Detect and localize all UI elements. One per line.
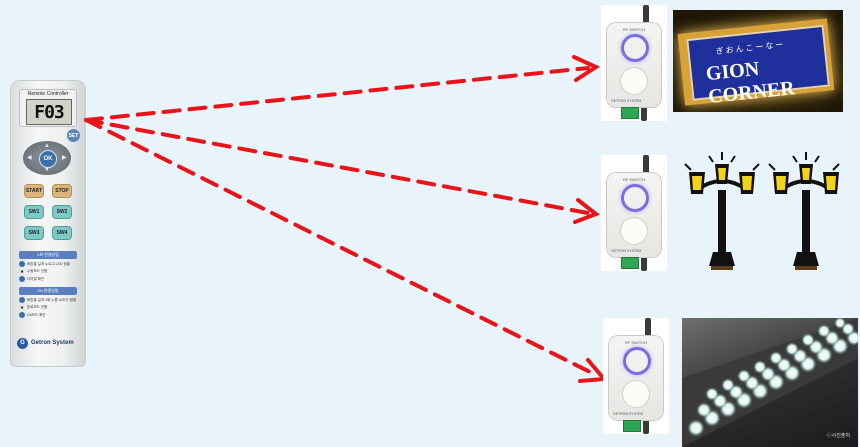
instruction-row: ✱ 수동모드 전환 <box>19 269 77 274</box>
remote-controller: Remote Controller F03 SET ▲ ▼ ◀ ▶ OK STA… <box>10 80 86 367</box>
switch-label: RF SWITCH <box>622 177 646 182</box>
rf-switch-2: RF SWITCH GETRON SYSTEM <box>601 155 667 271</box>
ok-button[interactable]: OK <box>39 150 57 168</box>
instruction-text: 수동모드 전환 <box>27 269 48 273</box>
instruction-row: ✱ 완료모드 전환 <box>19 305 77 310</box>
switch-brand: GETRON SYSTEM <box>611 99 642 103</box>
street-lamp-left-icon <box>684 152 760 270</box>
sign-photo: ぎおんこーなー GION CORNER <box>673 10 843 112</box>
brand-text: Getron System <box>31 340 74 346</box>
photo-watermark: ⓒ사진출처 <box>826 433 850 439</box>
led-array-image <box>682 318 858 447</box>
status-ring-icon <box>623 347 651 375</box>
direction-pad[interactable]: ▲ ▼ ◀ ▶ OK <box>23 141 71 175</box>
set-button[interactable]: SET <box>67 129 80 142</box>
switch-push-button[interactable] <box>621 68 647 94</box>
instruction-row: 버튼을 길게 2회 누름 LED가 점멸 <box>19 297 77 303</box>
led-lights-photo: ⓒ사진출처 <box>682 318 858 447</box>
sw1-button[interactable]: SW1 <box>24 205 44 219</box>
dot-icon <box>19 276 25 282</box>
terminal-block-icon <box>623 420 641 432</box>
switch-label: RF SWITCH <box>622 27 646 32</box>
instruction-text: 완료모드 전환 <box>27 305 48 309</box>
status-ring-icon <box>621 34 649 62</box>
dot-icon <box>19 261 25 267</box>
dot-icon <box>19 312 25 318</box>
rf-switch-body: RF SWITCH GETRON SYSTEM <box>607 23 661 107</box>
arrow-right-icon[interactable]: ▶ <box>62 155 67 161</box>
terminal-block-icon <box>621 107 639 119</box>
antenna-icon <box>643 5 649 27</box>
arrow-up-icon[interactable]: ▲ <box>44 143 50 149</box>
arrow-left-icon[interactable]: ◀ <box>27 155 32 161</box>
arrowhead-lamps-icon <box>573 198 601 224</box>
status-ring-icon <box>621 184 649 212</box>
instruction-text: 다이얼 확인 <box>27 276 45 281</box>
remote-display-frame: Remote Controller F03 <box>19 89 77 127</box>
street-lamp-right-icon <box>768 152 840 270</box>
rf-switch-3: RF SWITCH GETRON SYSTEM <box>603 318 669 434</box>
switch-push-button[interactable] <box>623 381 649 407</box>
instructions-header-2: On 연결방법 <box>19 287 77 295</box>
star-icon: ✱ <box>20 305 24 310</box>
antenna-icon <box>643 155 649 177</box>
sign-main-text: GION CORNER <box>704 57 796 109</box>
arrow-to-lamps <box>84 118 590 215</box>
sw4-button[interactable]: SW4 <box>52 226 72 240</box>
instruction-text: 버튼을 길게 누르고 LED 점멸 <box>27 261 70 266</box>
switch-brand: GETRON SYSTEM <box>613 412 644 416</box>
switch-push-button[interactable] <box>621 218 647 244</box>
switch-label: RF SWITCH <box>624 340 648 345</box>
cable-icon <box>641 101 647 121</box>
sw3-button[interactable]: SW3 <box>24 226 44 240</box>
instruction-text: 버튼을 길게 2회 누름 LED가 점멸 <box>27 297 77 302</box>
rf-switch-1: RF SWITCH GETRON SYSTEM <box>601 5 667 121</box>
getron-logo-icon: G <box>17 337 28 349</box>
cable-icon <box>643 418 649 434</box>
start-button[interactable]: START <box>24 184 44 198</box>
terminal-block-icon <box>621 257 639 269</box>
star-icon: ✱ <box>20 269 24 274</box>
stop-button[interactable]: STOP <box>52 184 72 198</box>
instruction-row: 버튼을 길게 누르고 LED 점멸 <box>19 261 77 267</box>
cable-icon <box>641 251 647 271</box>
sign-small-text: ぎおんこーなー <box>715 39 786 57</box>
sign-panel: ぎおんこーなー GION CORNER <box>686 24 830 108</box>
rf-switch-body: RF SWITCH GETRON SYSTEM <box>607 173 661 257</box>
instruction-row: 다이얼 확인 <box>19 276 77 282</box>
arrowhead-sign-icon <box>572 55 601 82</box>
remote-instructions: 1회 연결방법 버튼을 길게 누르고 LED 점멸 ✱ 수동모드 전환 다이얼 … <box>19 251 77 333</box>
remote-title: Remote Controller <box>27 91 69 97</box>
remote-lcd-display: F03 <box>26 99 72 125</box>
instructions-header-1: 1회 연결방법 <box>19 251 77 259</box>
remote-brand: G Getron System <box>17 337 81 349</box>
arrow-to-sign <box>84 66 590 122</box>
antenna-icon <box>645 318 651 340</box>
switch-brand: GETRON SYSTEM <box>611 249 642 253</box>
street-lamps-image <box>684 152 840 270</box>
instruction-row: On모드 확인 <box>19 312 77 318</box>
instruction-text: On모드 확인 <box>27 312 46 317</box>
sw2-button[interactable]: SW2 <box>52 205 72 219</box>
rf-switch-body: RF SWITCH GETRON SYSTEM <box>609 336 663 420</box>
arrow-down-icon[interactable]: ▼ <box>44 167 50 173</box>
dot-icon <box>19 297 25 303</box>
arrow-to-lights <box>84 118 598 377</box>
sign-frame: ぎおんこーなー GION CORNER <box>677 18 835 108</box>
